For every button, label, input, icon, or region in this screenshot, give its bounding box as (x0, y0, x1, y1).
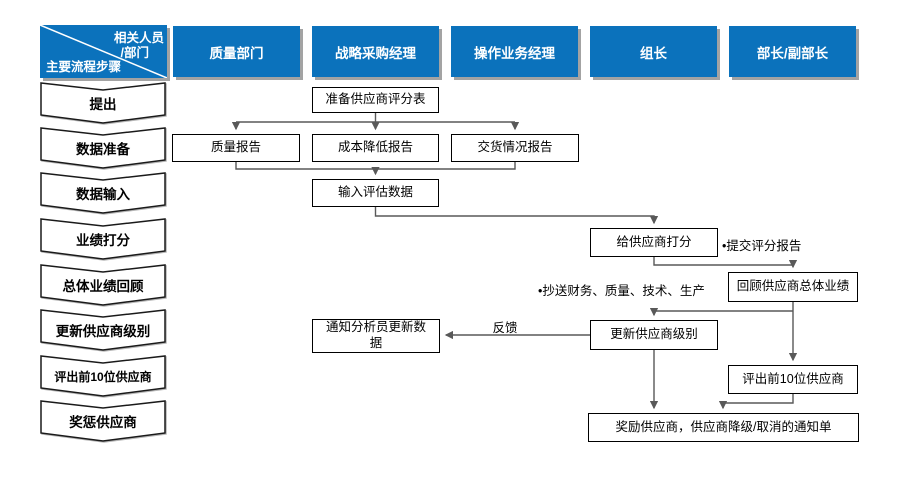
lane-header-team-leader: 组长 (590, 26, 717, 77)
step-label: 数据准备 (76, 142, 130, 157)
step-label: 更新供应商级别 (55, 324, 151, 339)
step-label: 评出前10位供应商 (54, 369, 152, 384)
node-update-supplier-level: 更新供应商级别 (590, 320, 718, 350)
corner-header: 相关人员 /部门 主要流程步骤 (40, 25, 167, 78)
corner-label-roles: 相关人员 (113, 31, 164, 45)
step-reward-punish-suppliers: 奖惩供应商 (40, 400, 166, 442)
annotation-cc-departments: •抄送财务、质量、技术、生产 (538, 284, 705, 298)
step-data-preparation: 数据准备 (40, 127, 166, 169)
step-label: 提出 (89, 97, 117, 112)
node-delivery-report: 交货情况报告 (451, 134, 579, 162)
node-select-top10: 评出前10位供应商 (728, 365, 858, 394)
step-label: 总体业绩回顾 (62, 279, 144, 294)
step-propose: 提出 (40, 82, 166, 124)
node-notify-analyst-update: 通知分析员更新数据 (312, 319, 440, 353)
step-update-supplier-level: 更新供应商级别 (40, 309, 166, 351)
corner-label-steps: 主要流程步骤 (46, 60, 122, 74)
step-top10-suppliers: 评出前10位供应商 (40, 355, 166, 397)
annotation-feedback-label: 反馈 (492, 321, 518, 335)
corner-label-department: /部门 (120, 46, 149, 60)
lane-header-operations-business-manager: 操作业务经理 (451, 26, 578, 77)
node-reward-notice: 奖励供应商，供应商降级/取消的通知单 (588, 413, 859, 442)
diagonal-divider (40, 25, 167, 78)
step-overall-performance-review: 总体业绩回顾 (40, 264, 166, 306)
lane-header-minister-deputy: 部长/副部长 (729, 26, 856, 77)
node-prepare-scorecard: 准备供应商评分表 (312, 87, 439, 113)
lane-header-quality-dept: 质量部门 (173, 26, 300, 77)
step-label: 业绩打分 (76, 233, 130, 248)
step-data-input: 数据输入 (40, 172, 166, 214)
step-label: 奖惩供应商 (69, 415, 137, 430)
annotation-submit-report: •提交评分报告 (722, 239, 802, 253)
node-score-suppliers: 给供应商打分 (590, 228, 718, 257)
node-quality-report: 质量报告 (172, 134, 300, 162)
lane-header-strategic-purchasing-manager: 战略采购经理 (312, 26, 439, 77)
node-cost-reduction-report: 成本降低报告 (312, 134, 439, 162)
node-input-eval-data: 输入评估数据 (312, 179, 439, 207)
step-label: 数据输入 (76, 187, 130, 202)
node-review-overall-performance: 回顾供应商总体业绩 (728, 272, 858, 302)
step-performance-scoring: 业绩打分 (40, 218, 166, 260)
